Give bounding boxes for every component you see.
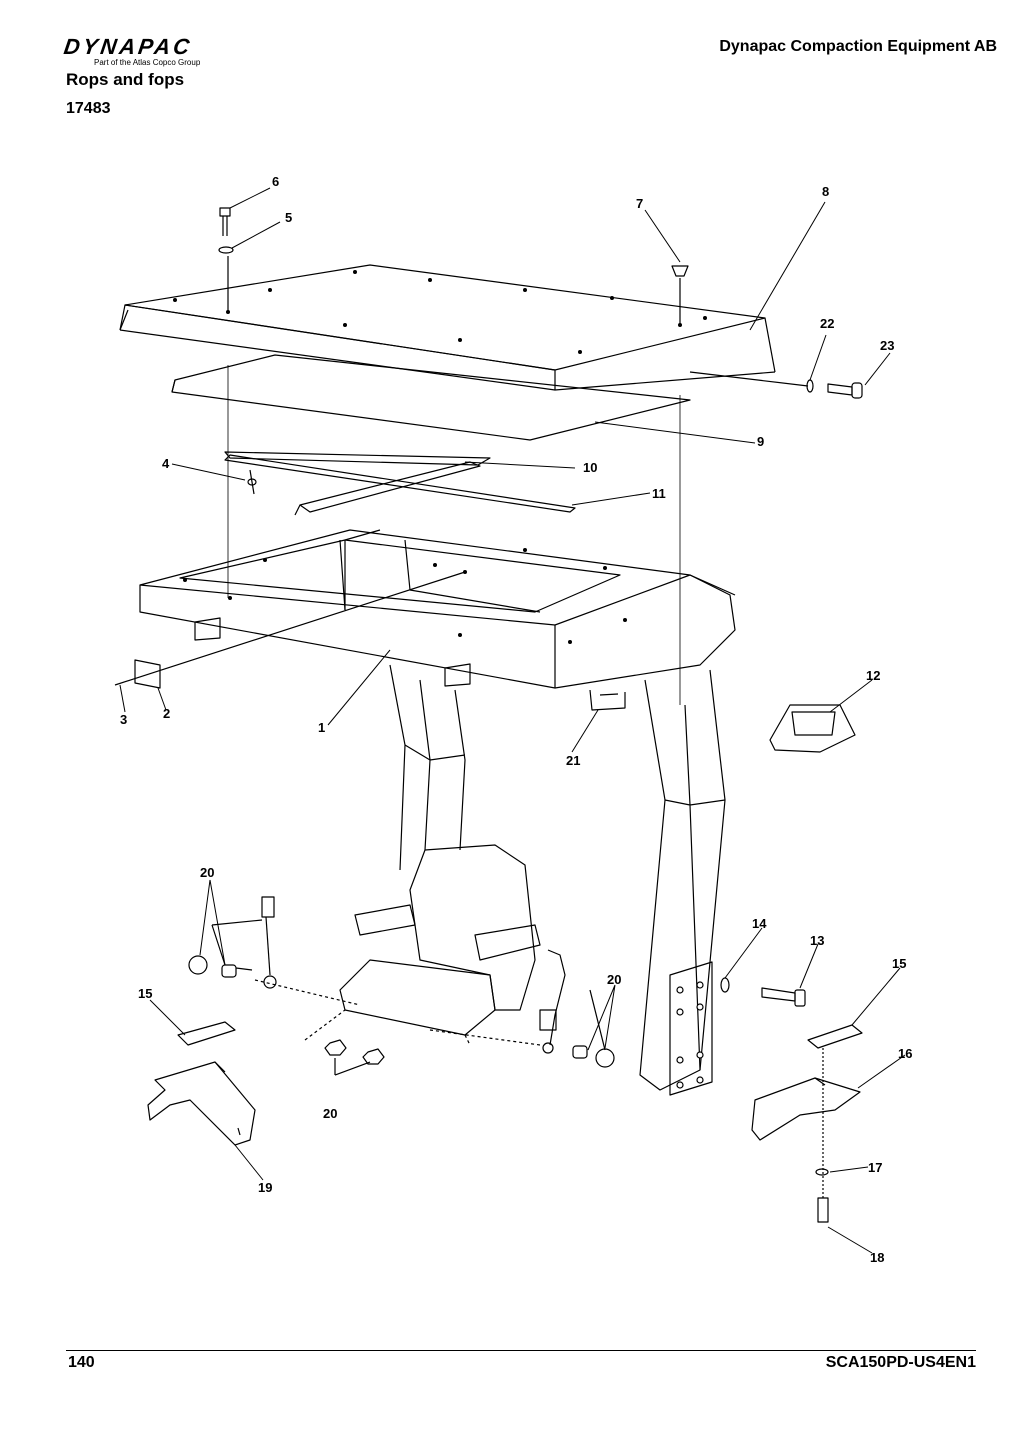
callout-19: 19 <box>258 1180 272 1195</box>
callout-17: 17 <box>868 1160 882 1175</box>
callout-20-left: 20 <box>200 865 214 880</box>
grommet <box>769 704 856 753</box>
callout-6: 6 <box>272 174 279 189</box>
seat-nuts <box>324 1039 385 1076</box>
footer-rule <box>66 1350 976 1351</box>
callout-15-right: 15 <box>892 956 906 971</box>
headliner-panel <box>171 354 691 441</box>
page-number: 140 <box>68 1354 95 1371</box>
post-plate <box>669 961 806 1096</box>
logo-tagline: Part of the Atlas Copco Group <box>94 58 201 67</box>
callout-9: 9 <box>757 434 764 449</box>
callout-labels: 6 5 7 8 22 23 9 10 11 4 3 2 1 21 12 14 1… <box>120 174 912 1265</box>
callout-3: 3 <box>120 712 127 727</box>
rops-frame <box>139 365 736 705</box>
rear-post-right <box>639 669 726 1091</box>
company-name: Dynapac Compaction Equipment AB <box>719 38 997 55</box>
roof-bolt <box>218 207 234 312</box>
seat-belt-right <box>539 949 615 1068</box>
callout-11: 11 <box>652 486 666 501</box>
operator-seat <box>254 844 541 1046</box>
callout-23: 23 <box>880 338 894 353</box>
callout-leaders <box>119 187 906 1254</box>
callout-16: 16 <box>898 1046 912 1061</box>
roof-panel <box>119 264 776 391</box>
drawing-number: 17483 <box>66 100 111 117</box>
callout-12: 12 <box>866 668 880 683</box>
cross-braces <box>224 451 576 516</box>
callout-4: 4 <box>162 456 170 471</box>
callout-14: 14 <box>752 916 767 931</box>
roof-cap <box>671 265 689 325</box>
callout-15-left: 15 <box>138 986 152 1001</box>
page-title: Rops and fops <box>66 70 185 89</box>
callout-13: 13 <box>810 933 824 948</box>
callout-5: 5 <box>285 210 292 225</box>
dynapac-logo: DYNAPAC Part of the Atlas Copco Group <box>62 34 244 70</box>
right-mount-bracket <box>751 1024 863 1223</box>
seat-belt-left <box>188 896 277 989</box>
callout-8: 8 <box>822 184 829 199</box>
callout-21: 21 <box>566 753 580 768</box>
callout-22: 22 <box>820 316 834 331</box>
callout-1: 1 <box>318 720 325 735</box>
left-mount-bracket <box>147 1021 256 1146</box>
small-clips <box>114 571 626 711</box>
callout-20-bottom: 20 <box>323 1106 337 1121</box>
side-bolt <box>689 371 863 399</box>
callout-2: 2 <box>163 706 170 721</box>
document-code: SCA150PD-US4EN1 <box>825 1354 976 1371</box>
callout-7: 7 <box>636 196 643 211</box>
callout-20-right: 20 <box>607 972 621 987</box>
rear-post-left <box>389 664 466 871</box>
callout-18: 18 <box>870 1250 884 1265</box>
callout-10: 10 <box>583 460 597 475</box>
